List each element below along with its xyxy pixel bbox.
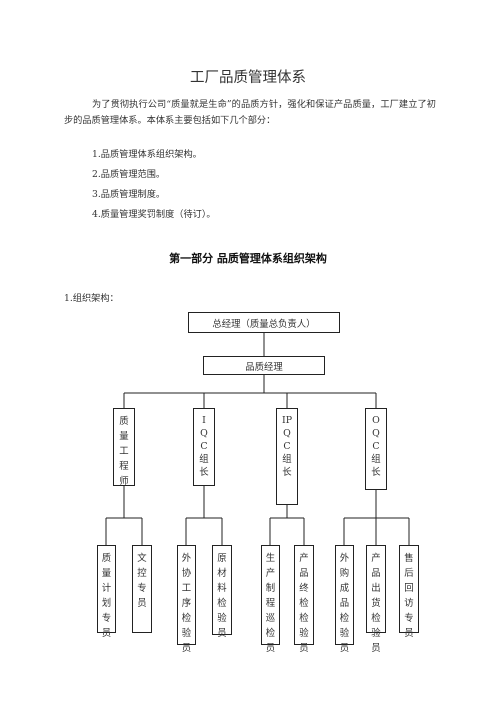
org-node-quality-manager: 品质经理 <box>203 356 325 375</box>
org-node-label: OQC组长 <box>371 415 381 478</box>
org-node-label: IQC组长 <box>199 415 209 478</box>
org-node-process-patrol-inspector: 生产制程巡检员 <box>261 545 280 654</box>
org-node-ipqc-leader: IPQC组长 <box>276 408 298 505</box>
org-node-label: 产品终检检验员 <box>299 553 309 654</box>
org-node-label: 原材料检验员 <box>217 553 227 639</box>
org-node-raw-material-inspector: 原材料检验员 <box>212 545 232 639</box>
org-node-quality-engineer: 质量工程师 <box>113 408 135 487</box>
org-node-label: 外购成品检验员 <box>339 553 350 654</box>
org-node-label: 外协工序检验员 <box>181 553 192 654</box>
org-node-oqc-leader: OQC组长 <box>365 408 387 490</box>
list-item: 4.质量管理奖罚制度（待订）。 <box>92 209 216 220</box>
section-heading: 第一部分 品质管理体系组织架构 <box>169 252 327 265</box>
org-node-purchased-product-inspector: 外购成品检验员 <box>335 545 354 654</box>
intro-paragraph: 为了贯彻执行公司“质量就是生命”的品质方针，强化和保证产品质量，工厂建立了初步的… <box>64 99 436 126</box>
list-item: 1.品质管理体系组织架构。 <box>92 149 202 160</box>
org-node-label: 售后回访专员 <box>404 553 414 639</box>
list-item: 3.品质管理制度。 <box>92 189 166 200</box>
org-node-general-manager: 总经理（质量总负责人） <box>188 312 340 333</box>
org-node-iqc-leader: IQC组长 <box>193 408 215 486</box>
org-node-label: IPQC组长 <box>282 415 293 478</box>
org-node-document-control-specialist: 文控专员 <box>132 545 152 633</box>
org-node-shipment-inspector: 产品出货检验员 <box>366 545 386 654</box>
org-node-after-sales-specialist: 售后回访专员 <box>399 545 419 639</box>
org-node-label: 产品出货检验员 <box>371 553 381 654</box>
org-node-label: 生产制程巡检员 <box>265 553 276 654</box>
org-node-outsourced-process-inspector: 外协工序检验员 <box>177 545 196 654</box>
org-node-quality-plan-specialist: 质量计划专员 <box>97 545 116 639</box>
org-node-label: 质量工程师 <box>119 416 129 487</box>
list-item: 2.品质管理范围。 <box>92 169 166 180</box>
document-title: 工厂品质管理体系 <box>190 70 306 86</box>
org-node-label: 文控专员 <box>137 553 147 609</box>
subsection-heading: 1.组织架构： <box>64 293 119 304</box>
org-node-label: 质量计划专员 <box>101 553 112 639</box>
org-node-label: 品质经理 <box>245 361 283 373</box>
org-node-final-product-inspector: 产品终检检验员 <box>294 545 314 654</box>
org-node-label: 总经理（质量总负责人） <box>212 318 316 330</box>
